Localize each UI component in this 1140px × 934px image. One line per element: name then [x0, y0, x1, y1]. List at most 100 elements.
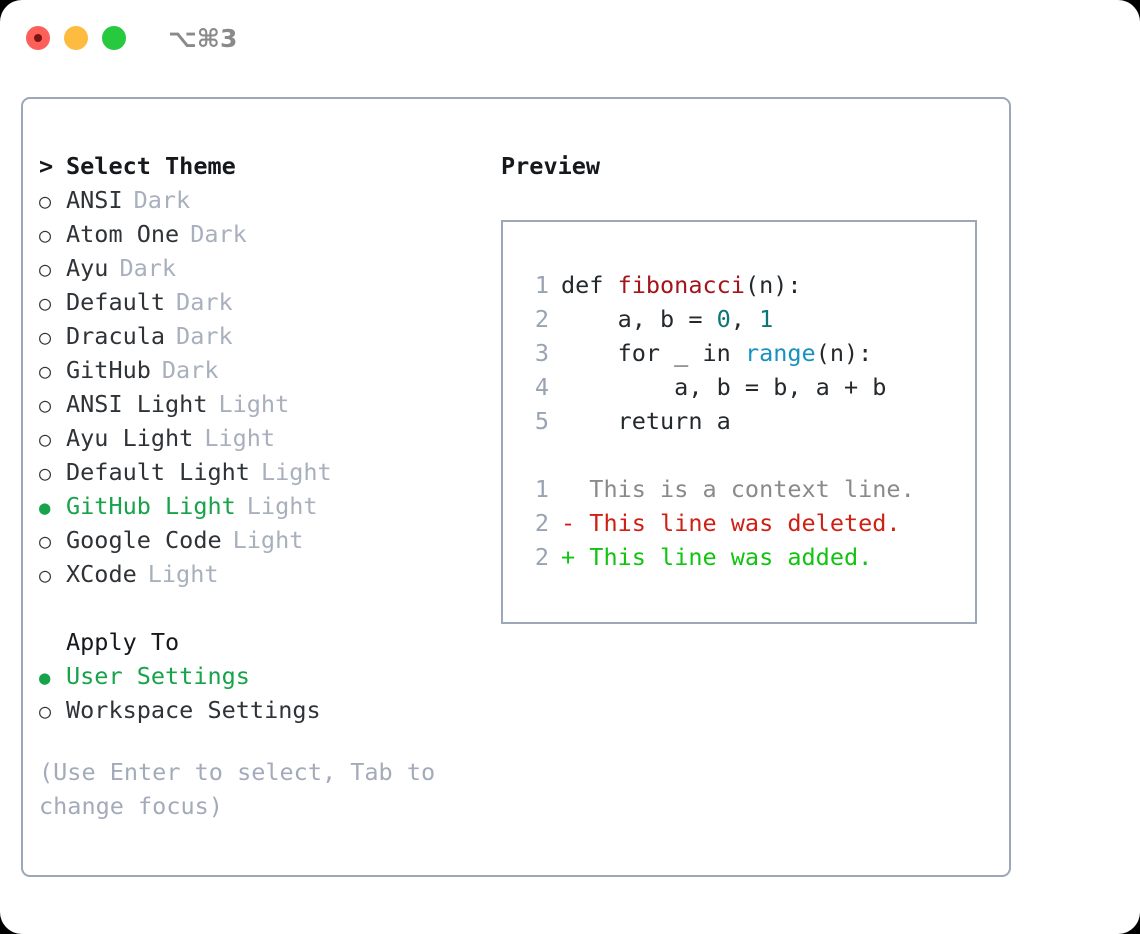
theme-name: ANSI Light [66, 390, 208, 418]
radio-unselected-icon: ○ [39, 359, 52, 383]
code-line-content: a, b = 0, 1 [561, 302, 774, 336]
radio-unselected-icon: ○ [39, 427, 52, 451]
theme-list-item[interactable]: ○ Google Code Light [39, 523, 479, 557]
radio-unselected-icon: ○ [39, 189, 52, 213]
theme-kind-label: Light [232, 526, 304, 554]
diff-line-context: 1 This is a context line. [521, 472, 915, 506]
theme-name: Ayu [66, 254, 109, 282]
code-line: 4 a, b = b, a + b [521, 370, 915, 404]
selection-arrow-icon: > [39, 152, 54, 180]
code-token-plain: def [561, 271, 618, 299]
diff-line-number: 2 [534, 509, 549, 537]
theme-kind-label: Dark [190, 220, 247, 248]
theme-list-item[interactable]: ○ Atom One Dark [39, 217, 479, 251]
preview-title: Preview [501, 152, 601, 180]
theme-kind-label: Dark [119, 254, 177, 282]
code-line-content: a, b = b, a + b [561, 370, 886, 404]
diff-text: This is a context line. [575, 475, 915, 503]
diff-sign [561, 472, 575, 506]
code-token-plain: for _ in [561, 339, 745, 367]
code-token-builtin: range [744, 339, 816, 367]
theme-list-item[interactable]: ○ Dracula Dark [39, 319, 479, 353]
diff-sign: - [561, 509, 576, 537]
theme-list-item[interactable]: ○ Default Dark [39, 285, 479, 319]
theme-kind-label: Light [204, 424, 276, 452]
theme-kind-label: Light [218, 390, 290, 418]
theme-kind-label: Dark [161, 356, 219, 384]
theme-list-item[interactable]: ○ ANSI Dark [39, 183, 479, 217]
zoom-button[interactable] [102, 26, 126, 50]
theme-name: Google Code [66, 526, 222, 554]
code-line-content: for _ in range(n): [561, 336, 873, 370]
minimize-button[interactable] [64, 26, 88, 50]
apply-to-label: Workspace Settings [66, 696, 321, 724]
radio-unselected-icon: ○ [39, 529, 52, 553]
code-token-plain: return a [561, 407, 731, 435]
code-line-number: 2 [534, 305, 549, 333]
code-diff-spacer [521, 438, 915, 472]
select-theme-heading: > Select Theme [39, 149, 479, 183]
title-bar: ⌥⌘3 [0, 0, 1140, 76]
theme-name: Ayu Light [66, 424, 194, 452]
code-sample: 1 def fibonacci (n): 2 a, b = 0, 1 3 for _ i… [521, 268, 915, 574]
apply-to-label: User Settings [66, 662, 250, 690]
diff-text: This line was deleted. [575, 509, 901, 537]
apply-to-option[interactable]: ●User Settings [39, 659, 479, 693]
close-button[interactable] [26, 26, 50, 50]
select-theme-title: Select Theme [66, 152, 236, 180]
diff-lines: 1 This is a context line.2- This line wa… [521, 472, 915, 574]
code-token-plain: a, b = b, a + b [561, 373, 887, 401]
theme-name: Default [66, 288, 166, 316]
theme-list-item[interactable]: ○ Ayu Light Light [39, 421, 479, 455]
theme-name: ANSI [66, 186, 123, 214]
radio-unselected-icon: ○ [39, 257, 52, 281]
code-lines: 1 def fibonacci (n): 2 a, b = 0, 1 3 for _ i… [521, 268, 915, 438]
theme-list-item[interactable]: ○ Ayu Dark [39, 251, 479, 285]
radio-selected-icon: ● [39, 497, 51, 519]
code-line-number: 1 [534, 271, 549, 299]
radio-unselected-icon: ○ [39, 291, 52, 315]
diff-text: This line was added. [575, 543, 873, 571]
code-line: 2 a, b = 0, 1 [521, 302, 915, 336]
diff-line-del: 2- This line was deleted. [521, 506, 915, 540]
theme-kind-label: Dark [133, 186, 191, 214]
theme-kind-label: Dark [176, 322, 233, 350]
code-token-plain: a, b = [561, 305, 717, 333]
help-hint-text: (Use Enter to select, Tab to change focu… [39, 758, 436, 820]
traffic-light-group [26, 26, 126, 50]
apply-to-option[interactable]: ○ Workspace Settings [39, 693, 479, 727]
code-token-plain: (n): [815, 339, 873, 367]
preview-box: 1 def fibonacci (n): 2 a, b = 0, 1 3 for _ i… [501, 220, 977, 624]
radio-unselected-icon: ○ [39, 699, 52, 723]
radio-unselected-icon: ○ [39, 325, 52, 349]
list-spacer [39, 591, 479, 625]
diff-line-number: 2 [534, 543, 549, 571]
diff-line-number: 1 [534, 475, 549, 503]
code-token-fn: fibonacci [617, 271, 745, 299]
theme-kind-label: Dark [176, 288, 233, 316]
preview-column: Preview 1 def fibonacci (n): 2 a, b = 0, 1 3… [501, 149, 991, 624]
radio-unselected-icon: ○ [39, 223, 52, 247]
theme-name: Atom One [66, 220, 180, 248]
apply-to-list: ●User Settings ○ Workspace Settings [39, 659, 479, 727]
code-line-number: 4 [534, 373, 549, 401]
theme-kind-label: Light [260, 458, 332, 486]
code-line-number: 5 [534, 407, 549, 435]
theme-name: GitHub [66, 356, 151, 384]
code-token-num: 1 [759, 305, 774, 333]
code-line: 5 return a [521, 404, 915, 438]
theme-list-item[interactable]: ○ GitHub Dark [39, 353, 479, 387]
theme-name: Dracula [66, 322, 166, 350]
theme-name: XCode [66, 560, 137, 588]
theme-kind-label: Light [147, 560, 219, 588]
code-line-number: 3 [534, 339, 549, 367]
